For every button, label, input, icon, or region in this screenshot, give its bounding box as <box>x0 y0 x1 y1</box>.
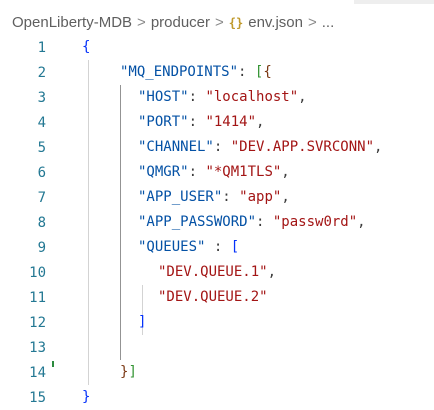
line-number: 6 <box>37 164 46 181</box>
indent-guide <box>88 60 89 385</box>
breadcrumb-separator: > <box>308 13 317 31</box>
breadcrumb-separator: > <box>137 13 146 31</box>
code-line: 6 "QMGR": "*QM1TLS", <box>0 160 434 185</box>
code-line: 2 "MQ_ENDPOINTS": [{ <box>0 60 434 85</box>
indent-guide-active <box>120 85 121 360</box>
code-line: 9 "QUEUES" : [ <box>0 235 434 260</box>
breadcrumb-symbol-ellipsis[interactable]: ... <box>321 13 335 31</box>
breadcrumb-file-label: env.json <box>248 13 303 31</box>
code-text: "APP_PASSWORD": "passw0rd", <box>138 214 366 230</box>
code-text: { <box>82 39 91 55</box>
line-number: 11 <box>29 289 46 306</box>
breadcrumb-file-env-json[interactable]: {} env.json <box>229 14 303 31</box>
code-line: 7 "APP_USER": "app", <box>0 185 434 210</box>
line-number: 4 <box>37 114 46 131</box>
line-number: 5 <box>37 139 46 156</box>
code-text: }] <box>120 364 137 380</box>
code-text: } <box>82 389 91 405</box>
code-line: 8 "APP_PASSWORD": "passw0rd", <box>0 210 434 235</box>
line-number: 1 <box>37 39 46 56</box>
line-number: 10 <box>29 264 46 281</box>
code-text: "MQ_ENDPOINTS": [{ <box>120 64 272 80</box>
code-line: 4 "PORT": "1414", <box>0 110 434 135</box>
breadcrumb-folder-producer[interactable]: producer <box>150 13 211 31</box>
breadcrumb-separator: > <box>215 13 224 31</box>
line-number: 12 <box>29 314 46 331</box>
code-editor[interactable]: 1 { 2 "MQ_ENDPOINTS": [{ 3 "HOST": "loca… <box>0 35 434 406</box>
code-text: "QMGR": "*QM1TLS", <box>138 164 290 180</box>
line-number: 2 <box>37 64 46 81</box>
code-line: 10 "DEV.QUEUE.1", <box>0 260 434 285</box>
code-line: 15 } <box>0 385 434 410</box>
line-number: 8 <box>37 214 46 231</box>
tab-edge <box>354 0 434 4</box>
line-number: 9 <box>37 239 46 256</box>
code-text: "CHANNEL": "DEV.APP.SVRCONN", <box>138 139 383 155</box>
line-number: 7 <box>37 189 46 206</box>
line-number: 13 <box>29 339 46 356</box>
code-line: 1 { <box>0 35 434 60</box>
code-line: 11 "DEV.QUEUE.2" <box>0 285 434 310</box>
line-number: 15 <box>29 389 46 406</box>
code-line: 14 }] <box>0 360 434 385</box>
code-text: "DEV.QUEUE.1", <box>158 264 277 280</box>
tab-bar-edge <box>0 0 434 6</box>
code-line: 3 "HOST": "localhost", <box>0 85 434 110</box>
code-text: "DEV.QUEUE.2" <box>158 289 268 305</box>
json-file-icon: {} <box>228 15 244 30</box>
line-number: 14 <box>29 364 46 381</box>
code-text: ] <box>138 314 147 330</box>
breadcrumb: OpenLiberty-MDB > producer > {}env.json … <box>12 10 334 34</box>
code-text: "PORT": "1414", <box>138 114 265 130</box>
breadcrumb-folder-openliberty-mdb[interactable]: OpenLiberty-MDB <box>12 13 133 31</box>
code-text: "APP_USER": "app", <box>138 189 290 205</box>
code-line: 12 ] <box>0 310 434 335</box>
code-text: "QUEUES" : [ <box>138 239 240 255</box>
line-number: 3 <box>37 89 46 106</box>
indent-guide <box>142 285 143 335</box>
text-cursor <box>52 361 54 367</box>
code-text: "HOST": "localhost", <box>138 89 307 105</box>
code-line: 5 "CHANNEL": "DEV.APP.SVRCONN", <box>0 135 434 160</box>
code-line: 13 <box>0 335 434 360</box>
